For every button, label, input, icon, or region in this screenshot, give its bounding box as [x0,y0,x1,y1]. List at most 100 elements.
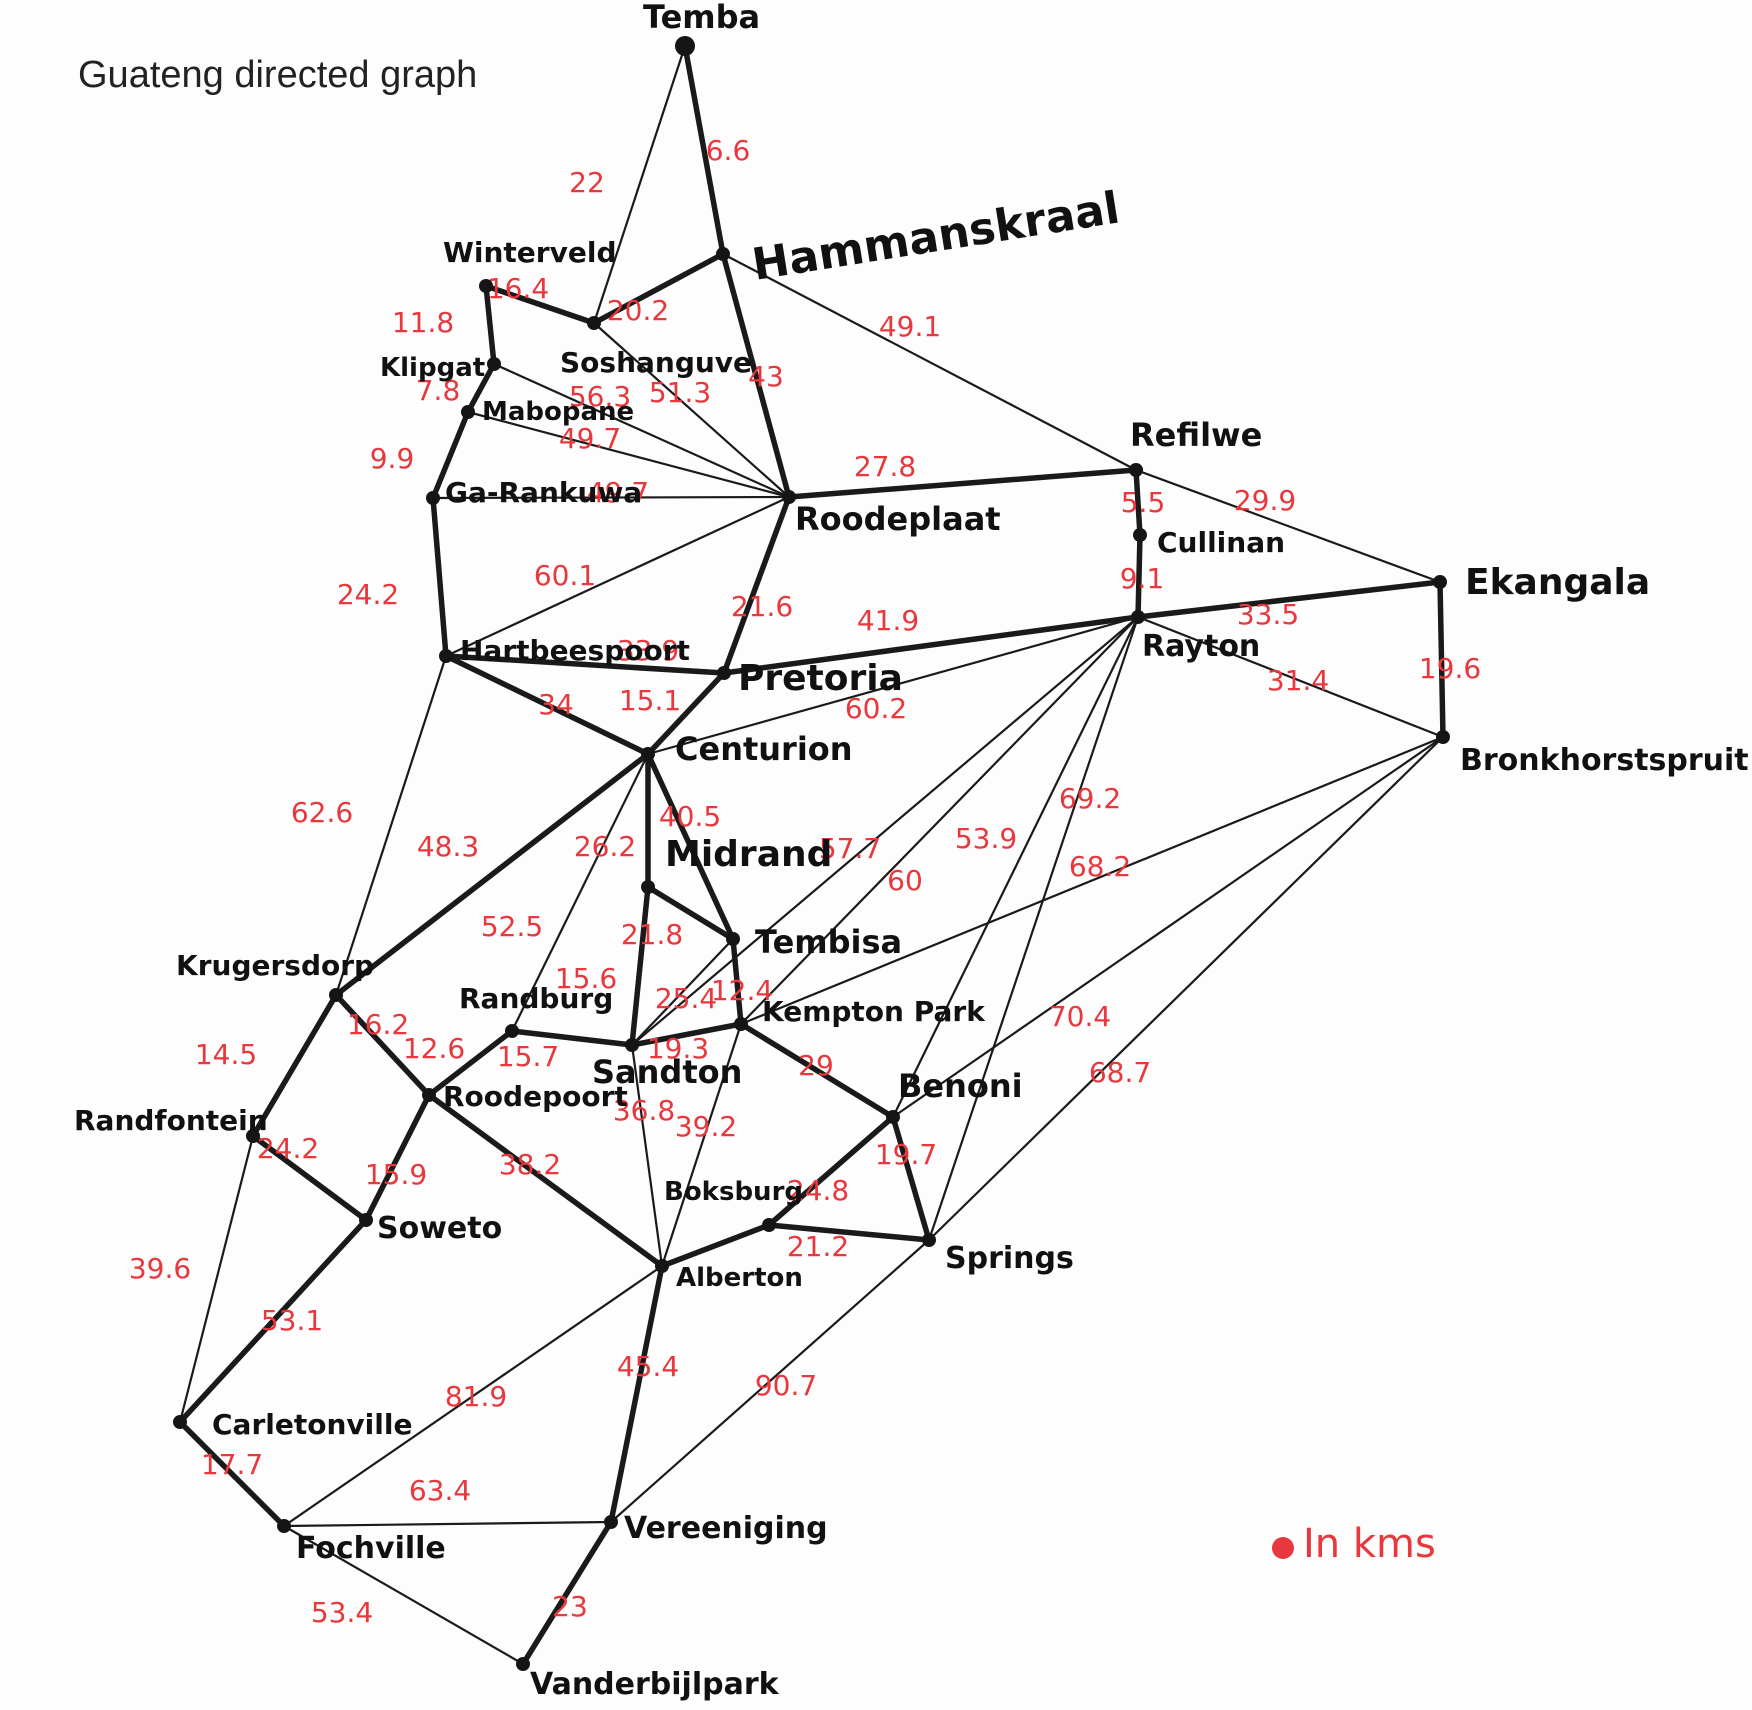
edge-tembisa-sandton [630,937,735,1047]
edge-weight-kemptonpark-benoni: 29 [798,1049,834,1082]
node-vereeniging[interactable] [604,1515,618,1529]
node-vanderbijlpark[interactable] [516,1657,530,1671]
node-springs[interactable] [922,1233,936,1247]
node-tembisa[interactable] [726,932,740,946]
edge-winterveld-klipgat [483,283,497,367]
edge-kemptonpark-benoni [738,1021,896,1120]
node-roodepoort[interactable] [422,1088,436,1102]
node-soweto[interactable] [359,1213,373,1227]
edge-weight-benoni-springs: 19.7 [875,1138,937,1171]
edge-weight-sandton-kemptonpark: 19.3 [647,1032,709,1065]
edge-weight-alberton-fochville: 81.9 [445,1380,507,1413]
edge-weight-klipgat-roodeplaat: 56.3 [569,380,631,413]
node-temba[interactable] [675,36,695,56]
node-label-cullinan: Cullinan [1157,526,1285,559]
node-alberton[interactable] [655,1259,669,1273]
edge-weight-temba-hammanskraal: 6.6 [706,134,751,167]
edge-alberton-boksburg [659,1222,772,1269]
node-rayton[interactable] [1131,610,1145,624]
edge-garankuwa-hartbeespoort [430,495,449,659]
node-bronkhorstspruit[interactable] [1436,730,1450,744]
node-label-rayton: Rayton [1142,629,1260,664]
edge-weight-kemptonpark-alberton: 39.2 [675,1110,737,1143]
node-label-soweto: Soweto [377,1211,502,1246]
node-boksburg[interactable] [762,1218,776,1232]
edge-weight-garankuwa-roodeplaat: 49.7 [587,476,649,509]
node-label-vereeniging: Vereeniging [624,1511,828,1546]
edge-temba-soshanguve [592,44,687,325]
node-label-mabopane: Mabopane [482,397,634,427]
edge-weight-midrand-sandton: 15.6 [555,962,617,995]
node-randfontein[interactable] [246,1129,260,1143]
node-krugersdorp[interactable] [329,988,343,1002]
node-label-ekangala: Ekangala [1465,562,1650,603]
edge-randfontein-carletonville [178,1134,255,1424]
edge-weight-hammanskraal-roodeplaat: 43 [748,360,784,393]
node-pretoria[interactable] [717,666,731,680]
node-label-hartbeespoort: Hartbeespoort [460,634,690,667]
edge-hartbeespoort-krugersdorp [334,654,448,997]
node-label-boksburg: Boksburg [664,1177,803,1207]
node-benoni[interactable] [886,1110,900,1124]
edge-sandton-alberton [630,1043,664,1268]
edge-hammanskraal-refilwe [721,252,1138,472]
edge-midrand-sandton [629,884,651,1048]
edge-weight-centurion-randburg: 52.5 [481,910,543,943]
node-cullinan[interactable] [1133,528,1147,542]
node-ekangala[interactable] [1433,575,1447,589]
nodes-layer [173,36,1450,1671]
node-label-bronkhorstspruit: Bronkhorstspruit [1460,743,1749,778]
node-centurion[interactable] [641,747,655,761]
node-label-vanderbijlpark: Vanderbijlpark [530,1667,780,1702]
edge-weight-soweto-carletonville: 53.1 [261,1304,323,1337]
node-sandton[interactable] [625,1038,639,1052]
edge-sandton-kemptonpark [629,1021,744,1048]
edge-weight-randfontein-soweto: 24.2 [257,1132,319,1165]
edge-roodepoort-soweto [363,1092,432,1223]
edge-weight-pretoria-rayton: 41.9 [857,604,919,637]
edge-winterveld-soshanguve [483,283,597,326]
node-fochville[interactable] [277,1519,291,1533]
edge-weight-bronkhorstspruit-benoni: 70.4 [1049,1000,1111,1033]
edge-fochville-vanderbijlpark [282,1524,525,1666]
edge-roodeplaat-refilwe [786,467,1139,500]
node-kemptonpark[interactable] [734,1017,748,1031]
edge-pretoria-rayton [721,614,1141,676]
edge-weight-midrand-tembisa: 21.8 [621,918,683,951]
node-mabopane[interactable] [461,405,475,419]
node-label-randburg: Randburg [459,982,613,1015]
edge-centurion-rayton [646,615,1140,756]
node-hammanskraal[interactable] [716,247,730,261]
node-midrand[interactable] [641,880,655,894]
node-carletonville[interactable] [173,1415,187,1429]
edge-randfontein-soweto [250,1133,369,1223]
edge-weight-hartbeespoort-centurion: 34 [538,688,574,721]
edge-krugersdorp-roodepoort [333,992,432,1098]
node-garankuwa[interactable] [426,491,440,505]
edge-weight-krugersdorp-roodepoort: 16.2 [347,1008,409,1041]
node-winterveld[interactable] [479,279,493,293]
edge-weight-mabopane-garankuwa: 9.9 [370,442,415,475]
edge-weight-roodeplaat-refilwe: 27.8 [854,450,916,483]
edge-weight-rayton-springs: 69.2 [1059,782,1121,815]
edge-boksburg-springs [766,1222,932,1243]
edge-weight-tembisa-kemptonpark: 12.4 [711,974,773,1007]
edge-pretoria-centurion [645,670,727,757]
edge-hammanskraal-roodeplaat [720,251,792,500]
node-label-midrand: Midrand [665,834,832,875]
edge-tembisa-kemptonpark [730,936,744,1027]
node-randburg[interactable] [505,1024,519,1038]
node-roodeplaat[interactable] [782,490,796,504]
node-hartbeespoort[interactable] [439,649,453,663]
edge-refilwe-cullinan [1133,467,1143,538]
edge-weight-rayton-bronkhorstspruit: 31.4 [1267,664,1329,697]
node-klipgat[interactable] [487,357,501,371]
edge-weight-hartbeespoort-roodeplaat: 60.1 [534,559,596,592]
node-soshanguve[interactable] [587,316,601,330]
node-label-refilwe: Refilwe [1130,416,1262,454]
edge-bronkhorstspruit-benoni [891,735,1445,1119]
edge-weight-bronkhorstspruit-kemptonpark: 68.2 [1069,850,1131,883]
edge-klipgat-roodeplaat [492,362,791,499]
node-refilwe[interactable] [1129,463,1143,477]
